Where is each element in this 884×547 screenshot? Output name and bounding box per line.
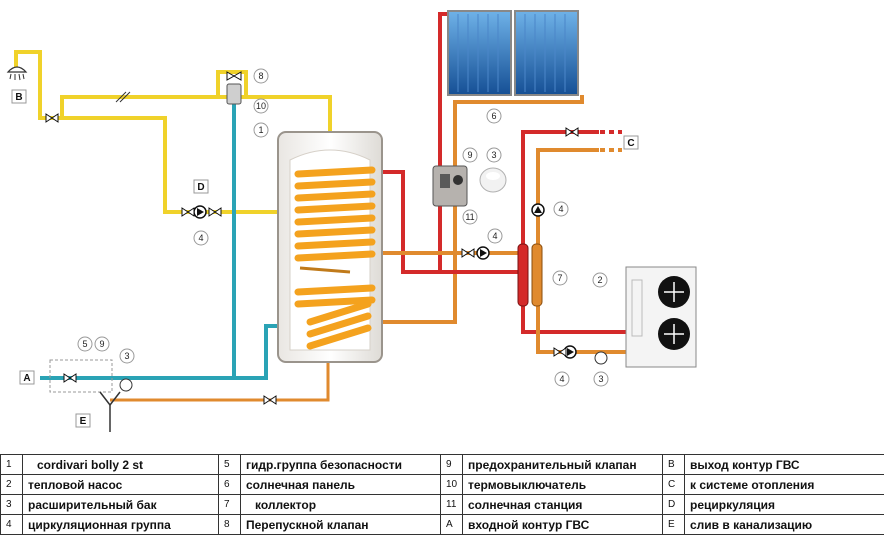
- callout-4: 4: [559, 374, 564, 384]
- callout-9: 9: [467, 150, 472, 160]
- safety-group-box: [49, 359, 113, 393]
- label-a: A: [23, 373, 30, 384]
- legend-text: коллектор: [240, 494, 441, 515]
- legend-text: термовыключатель: [462, 474, 663, 495]
- callout-4: 4: [492, 231, 497, 241]
- legend-number: D: [662, 494, 685, 515]
- pump-arrow-icon: [197, 206, 574, 356]
- legend-text: выход контур ГВС: [684, 454, 884, 475]
- legend-text: гидр.группа безопасности: [240, 454, 441, 475]
- callout-1: 1: [258, 125, 263, 135]
- legend-number: 4: [0, 514, 23, 535]
- callout-4: 4: [558, 204, 563, 214]
- legend-text: тепловой насос: [22, 474, 219, 495]
- callout-6: 6: [491, 111, 496, 121]
- expansion-tank: [479, 167, 507, 193]
- legend-row: 1 cordivari bolly 2 st 5 гидр.группа без…: [0, 454, 884, 475]
- legend-row: 2 тепловой насос 6 солнечная панель 10 т…: [0, 474, 884, 495]
- upper-coil: [294, 166, 376, 262]
- legend-text: Перепускной клапан: [240, 514, 441, 535]
- collector: [517, 243, 543, 307]
- legend-text: слив в канализацию: [684, 514, 884, 535]
- legend-text: рециркуляция: [684, 494, 884, 515]
- label-d: D: [197, 182, 204, 193]
- legend-text: к системе отопления: [684, 474, 884, 495]
- legend-number: 2: [0, 474, 23, 495]
- legend-text: солнечная станция: [462, 494, 663, 515]
- callout-3: 3: [491, 150, 496, 160]
- solar-station: [432, 165, 468, 207]
- legend-text: входной контур ГВС: [462, 514, 663, 535]
- label-b: B: [15, 92, 22, 103]
- drain-pipes: [110, 350, 330, 402]
- legend-number: 6: [218, 474, 241, 495]
- callout-3: 3: [124, 351, 129, 361]
- legend-number: 10: [440, 474, 463, 495]
- lower-coil: [294, 284, 376, 350]
- legend-table: 1 cordivari bolly 2 st 5 гидр.группа без…: [0, 454, 884, 535]
- valve-icon: [45, 113, 579, 405]
- showerhead-icon: [6, 66, 28, 81]
- legend-text: циркуляционная группа: [22, 514, 219, 535]
- legend-text: расширительный бак: [22, 494, 219, 515]
- callout-2: 2: [597, 275, 602, 285]
- label-e: E: [80, 416, 87, 427]
- callout-3: 3: [598, 374, 603, 384]
- legend-text: предохранительный клапан: [462, 454, 663, 475]
- legend-number: E: [662, 514, 685, 535]
- legend-number: 5: [218, 454, 241, 475]
- mixing-valve: [226, 71, 242, 105]
- legend-number: 3: [0, 494, 23, 515]
- callout-4: 4: [198, 233, 203, 243]
- legend-number: A: [440, 514, 463, 535]
- legend-text: cordivari bolly 2 st: [22, 454, 219, 475]
- drain-funnel-icon: [99, 391, 121, 432]
- callout-10: 10: [256, 101, 266, 111]
- callout-11: 11: [465, 212, 474, 222]
- legend-number: 9: [440, 454, 463, 475]
- callouts: 1 2 3 3 3 4 4 4 4 5 6 7 8 9 9 10 11: [77, 68, 609, 387]
- heating-system-diagram: 1 2 3 3 3 4 4 4 4 5 6 7 8 9 9 10 11 B D …: [6, 10, 697, 432]
- callout-9: 9: [99, 339, 104, 349]
- solar-panels: [447, 10, 579, 96]
- legend-number: C: [662, 474, 685, 495]
- heating-system-connections: [600, 130, 622, 152]
- label-c: C: [627, 138, 634, 149]
- legend-number: 1: [0, 454, 23, 475]
- legend-number: 7: [218, 494, 241, 515]
- legend-row: 4 циркуляционная группа 8 Перепускной кл…: [0, 514, 884, 535]
- legend-number: B: [662, 454, 685, 475]
- expansion-vessel-icon: [594, 351, 608, 365]
- legend-number: 8: [218, 514, 241, 535]
- letter-labels: B D C A E: [11, 89, 639, 428]
- legend-number: 11: [440, 494, 463, 515]
- expansion-vessel-icon: [119, 378, 133, 392]
- heat-pump-unit: [625, 266, 697, 368]
- solar-return-pipes: [380, 95, 584, 324]
- callout-7: 7: [557, 273, 562, 283]
- pipe-break-mark: [119, 91, 131, 103]
- pipe-break-mark: [115, 91, 127, 103]
- heat-pump-pipes: [380, 130, 628, 354]
- callout-5: 5: [82, 339, 87, 349]
- legend-row: 3 расширительный бак 7 коллектор 11 солн…: [0, 494, 884, 515]
- cold-water-pipes: [40, 100, 282, 380]
- solar-hot-pipes: [380, 12, 452, 274]
- legend-text: солнечная панель: [240, 474, 441, 495]
- callout-8: 8: [258, 71, 263, 81]
